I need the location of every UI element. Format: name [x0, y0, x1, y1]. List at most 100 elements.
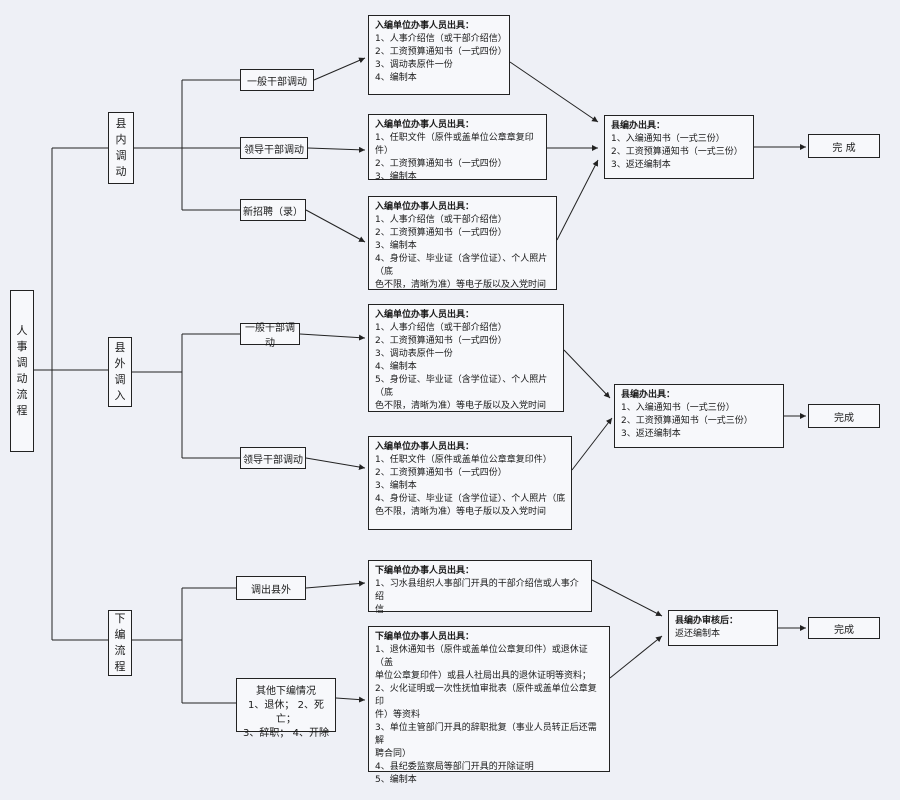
- arrow-other-doc7: [335, 696, 366, 703]
- sub-transfer-out-county: 调出县外: [236, 576, 306, 600]
- doc-line: 色不限，清晰为准）等电子版以及入党时间: [375, 280, 547, 290]
- doc-box-1: 入编单位办事人员出具： 1、人事介绍信（或干部介绍信） 2、工资预算通知书（一式…: [368, 15, 510, 95]
- doc-title: 入编单位办事人员出具：: [375, 21, 475, 31]
- doc-line: 5、身份证、毕业证（含学位证）、个人照片（底: [375, 375, 548, 398]
- doc-line: 4、编制本: [375, 73, 417, 83]
- doc-line: 2、工资预算通知书（一式四份）: [375, 47, 507, 57]
- doc-box-6: 下编单位办事人员出具： 1、习水县组织人事部门开具的干部介绍信或人事介绍 信: [368, 560, 592, 615]
- office-title: 县编办出具：: [611, 121, 666, 131]
- other-cases-line: 1、退休； 2、死亡；: [248, 700, 324, 725]
- done-box-1: 完 成: [808, 134, 880, 158]
- branch-char: 程: [114, 659, 126, 673]
- root-node: 人 事 调 动 流 程: [10, 290, 34, 452]
- sub-leader-cadre-transfer: 领导干部调动: [240, 137, 308, 159]
- doc-line: 1、习水县组织人事部门开具的干部介绍信或人事介绍: [375, 579, 579, 602]
- root-char: 程: [16, 403, 28, 417]
- branch-county-internal: 县 内 调 动: [108, 112, 134, 184]
- doc-line: 4、身份证、毕业证（含学位证）、个人照片（底: [375, 494, 566, 504]
- branch-char: 动: [115, 164, 127, 178]
- other-cases-title: 其他下编情况: [256, 686, 316, 697]
- arrow-doc7-office3: [609, 635, 663, 679]
- other-cases-line: 3、辞职； 4、开除: [243, 728, 329, 739]
- connector-branch2: [132, 333, 240, 459]
- doc-title: 下编单位办事人员出具：: [375, 566, 475, 576]
- office-title: 县编办出具：: [621, 390, 676, 400]
- doc-line: 3、调动表原件一份: [375, 349, 453, 359]
- arrow-doc4-office2: [563, 349, 611, 399]
- doc-line: 2、工资预算通知书（一式四份）: [375, 159, 507, 169]
- arrow-sub5-doc5: [305, 457, 366, 470]
- branch-char: 入: [114, 388, 126, 402]
- doc-line: 2、工资预算通知书（一式四份）: [375, 228, 507, 238]
- doc-line: 1、退休通知书（原件或盖单位公章复印件）或退休证（盖: [375, 645, 588, 668]
- office-line: 3、返还编制本: [611, 160, 671, 170]
- branch-char: 调: [114, 373, 126, 386]
- branch-external-transfer-in: 县 外 调 入: [108, 337, 132, 407]
- doc-line: 4、编制本: [375, 362, 417, 372]
- doc-line: 1、人事介绍信（或干部介绍信）: [375, 34, 507, 44]
- connector-root-trunk: [34, 147, 108, 641]
- root-char: 动: [16, 372, 28, 385]
- doc-line: 2、火化证明或一次性抚恤审批表（原件或盖单位公章复印: [375, 684, 597, 707]
- connector-branch1: [134, 79, 240, 211]
- arrow-sub3-doc3: [305, 209, 366, 243]
- branch-char: 县: [114, 341, 126, 355]
- doc-line: 1、任职文件（原件或盖单位公章章复印件）: [375, 455, 552, 465]
- branch-removal-process: 下 编 流 程: [108, 610, 132, 676]
- doc-box-5: 入编单位办事人员出具： 1、任职文件（原件或盖单位公章章复印件） 2、工资预算通…: [368, 436, 572, 530]
- doc-line: 1、任职文件（原件或盖单位公章章复印件）: [375, 133, 534, 156]
- sub-general-cadre-transfer-external: 一般干部调动: [240, 323, 300, 349]
- branch-char: 流: [114, 644, 126, 657]
- arrow-sub2-doc2: [307, 146, 366, 153]
- doc-title: 入编单位办事人员出具：: [375, 120, 475, 130]
- root-char: 调: [16, 356, 28, 370]
- doc-line: 3、编制本: [375, 241, 417, 251]
- other-removal-cases: 其他下编情况 1、退休； 2、死亡； 3、辞职； 4、开除: [236, 678, 336, 739]
- office-line: 返还编制本: [675, 629, 721, 639]
- done-box-2: 完成: [808, 404, 880, 428]
- doc-line: 4、身份证、毕业证（含学位证）、个人照片（底: [375, 254, 548, 277]
- arrow-doc5-office2: [571, 417, 613, 471]
- branch-char: 内: [115, 133, 127, 147]
- doc-box-3: 入编单位办事人员出具： 1、人事介绍信（或干部介绍信） 2、工资预算通知书（一式…: [368, 196, 557, 290]
- arrow-doc6-office3: [591, 579, 663, 617]
- doc-line: 2、工资预算通知书（一式四份）: [375, 468, 507, 478]
- root-char: 流: [16, 387, 28, 401]
- doc-title: 下编单位办事人员出具：: [375, 632, 475, 642]
- arrow-sub6-doc6: [305, 580, 366, 589]
- sub-leader-cadre-transfer-external: 领导干部调动: [240, 447, 306, 469]
- office-line: 1、入编通知书（一式三份）: [621, 403, 735, 413]
- doc-line: 色不限，清晰为准）等电子版以及入党时间: [375, 401, 547, 411]
- office-line: 2、工资预算通知书（一式三份）: [621, 416, 753, 426]
- branch-char: 下: [114, 612, 126, 626]
- doc-line: 1、人事介绍信（或干部介绍信）: [375, 215, 507, 225]
- arrow-doc3-office1: [556, 159, 599, 241]
- sub-new-recruitment: 新招聘（录）: [240, 199, 306, 221]
- doc-line: 3、调动表原件一份: [375, 60, 453, 70]
- done-box-3: 完成: [808, 617, 880, 639]
- root-char: 人: [16, 324, 28, 338]
- connector-branch3: [132, 587, 236, 704]
- branch-char: 编: [114, 628, 126, 642]
- doc-box-4: 入编单位办事人员出具： 1、人事介绍信（或干部介绍信） 2、工资预算通知书（一式…: [368, 304, 564, 412]
- arrow-sub4-doc4: [299, 333, 366, 341]
- arrow-sub1-doc1: [313, 57, 366, 81]
- doc-title: 入编单位办事人员出具：: [375, 442, 475, 452]
- office-box-3: 县编办审核后： 返还编制本: [668, 610, 778, 646]
- office-line: 2、工资预算通知书（一式三份）: [611, 147, 743, 157]
- doc-line: 2、工资预算通知书（一式四份）: [375, 336, 507, 346]
- sub-general-cadre-transfer: 一般干部调动: [240, 69, 314, 91]
- office-line: 1、入编通知书（一式三份）: [611, 134, 725, 144]
- doc-title: 入编单位办事人员出具：: [375, 310, 475, 320]
- doc-box-2: 入编单位办事人员出具： 1、任职文件（原件或盖单位公章章复印件） 2、工资预算通…: [368, 114, 547, 182]
- doc-line: 单位公章复印件）或县人社局出具的退休证明等资料；: [375, 671, 592, 681]
- doc-line: 1、人事介绍信（或干部介绍信）: [375, 323, 507, 333]
- doc-line: 聘合同）: [375, 749, 412, 759]
- doc-line: 件）等资料: [375, 710, 421, 720]
- doc-line: 信: [375, 605, 385, 615]
- root-char: 事: [16, 340, 28, 354]
- doc-line: 5、编制本: [375, 775, 417, 785]
- office-title: 县编办审核后：: [675, 616, 739, 626]
- doc-line: 3、单位主管部门开具的辞职批复（事业人员转正后还需解: [375, 723, 597, 746]
